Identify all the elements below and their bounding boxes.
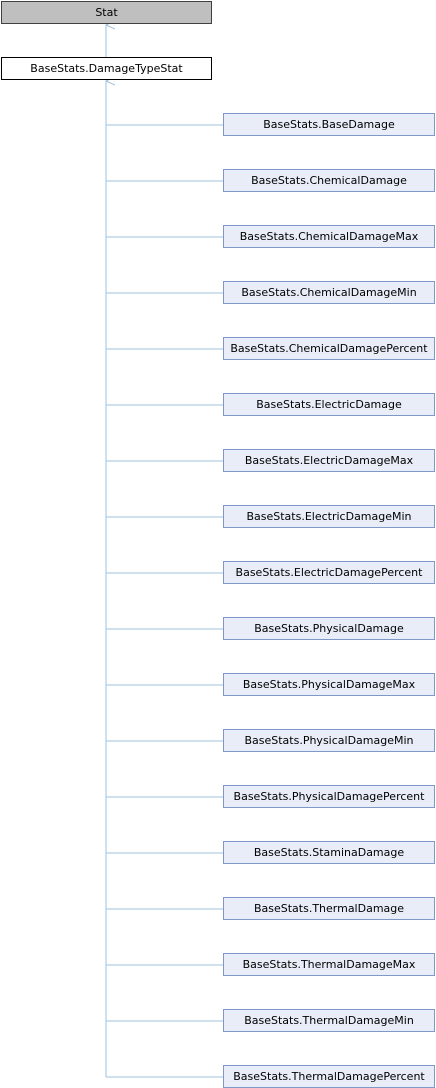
node-chemical-damage[interactable]: BaseStats.ChemicalDamage	[223, 169, 435, 192]
node-physical-damage-max[interactable]: BaseStats.PhysicalDamageMax	[223, 673, 435, 696]
node-physical-damage-percent[interactable]: BaseStats.PhysicalDamagePercent	[223, 785, 435, 808]
node-thermal-damage[interactable]: BaseStats.ThermalDamage	[223, 897, 435, 920]
node-thermal-damage-percent[interactable]: BaseStats.ThermalDamagePercent	[223, 1065, 435, 1088]
node-chemical-damage-percent[interactable]: BaseStats.ChemicalDamagePercent	[223, 337, 435, 360]
node-thermal-damage-min[interactable]: BaseStats.ThermalDamageMin	[223, 1009, 435, 1032]
node-base-damage[interactable]: BaseStats.BaseDamage	[223, 113, 435, 136]
node-thermal-damage-max[interactable]: BaseStats.ThermalDamageMax	[223, 953, 435, 976]
node-chemical-damage-max[interactable]: BaseStats.ChemicalDamageMax	[223, 225, 435, 248]
node-electric-damage-max[interactable]: BaseStats.ElectricDamageMax	[223, 449, 435, 472]
node-electric-damage[interactable]: BaseStats.ElectricDamage	[223, 393, 435, 416]
node-electric-damage-percent[interactable]: BaseStats.ElectricDamagePercent	[223, 561, 435, 584]
node-stamina-damage[interactable]: BaseStats.StaminaDamage	[223, 841, 435, 864]
node-physical-damage[interactable]: BaseStats.PhysicalDamage	[223, 617, 435, 640]
node-electric-damage-min[interactable]: BaseStats.ElectricDamageMin	[223, 505, 435, 528]
node-damage-type-stat[interactable]: BaseStats.DamageTypeStat	[1, 57, 212, 80]
node-stat[interactable]: Stat	[1, 1, 212, 24]
node-chemical-damage-min[interactable]: BaseStats.ChemicalDamageMin	[223, 281, 435, 304]
node-physical-damage-min[interactable]: BaseStats.PhysicalDamageMin	[223, 729, 435, 752]
